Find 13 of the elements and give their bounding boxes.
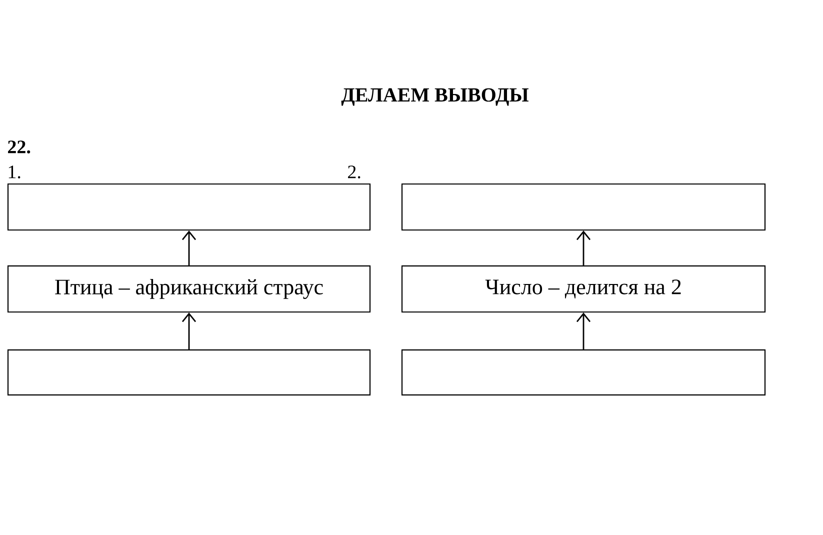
arrow [576,312,591,350]
title: ДЕЛАЕМ ВЫВОДЫ [341,88,528,106]
arrow [576,230,591,266]
text-box: Птица – африканский страус [7,265,371,313]
text-box: Число – делится на 2 [401,265,766,313]
item-number: 2. [348,166,360,178]
answer-box [401,183,766,231]
arrow [182,230,196,266]
arrow [182,312,196,350]
task-number: 22. [8,140,30,154]
answer-box [401,349,766,396]
answer-box [7,349,371,396]
answer-box [7,183,371,231]
